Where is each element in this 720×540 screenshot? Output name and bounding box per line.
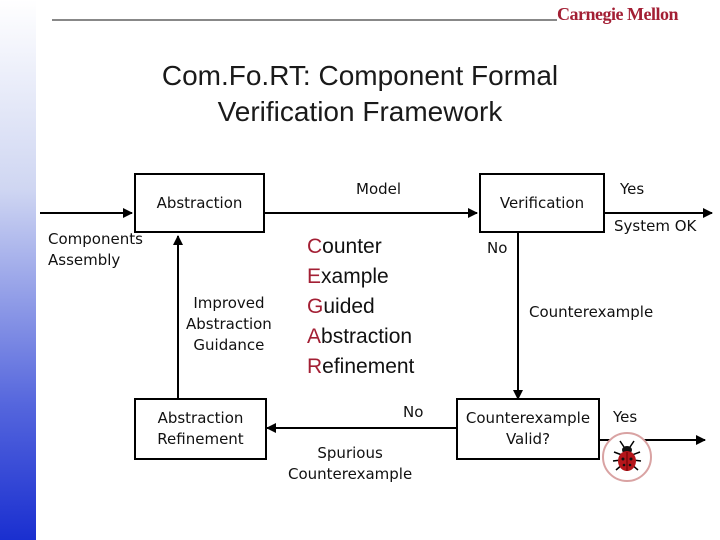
cegar-line-3: Guided [307,295,375,318]
improved-guidance-label: Improved Abstraction Guidance [186,294,272,354]
counterexample-valid-label: Counterexample Valid? [465,409,591,448]
counterexample-valid-box: Counterexample Valid? [456,398,600,460]
components-assembly-label: Components Assembly [48,230,143,269]
spurious-counterexample-label: Spurious Counterexample [288,444,413,483]
bug-icon [602,432,652,482]
counterexample-label: Counterexample [529,303,654,321]
no-verification-label: No [487,239,508,257]
yes-bottom-label: Yes [613,408,638,426]
university-logo: Carnegie Mellon [557,4,678,24]
abstraction-refinement-label: Abstraction Refinement [157,409,244,448]
title-line-1: Com.Fo.RT: Component Formal [161,60,559,91]
no-valid-label: No [403,403,424,421]
cegar-line-4: Abstraction [307,325,413,348]
abstraction-label: Abstraction [156,194,243,212]
model-label: Model [356,180,402,198]
header-rule [52,19,557,21]
title-line-2: Verification Framework [217,96,503,127]
abstraction-refinement-box: Abstraction Refinement [134,398,267,460]
yes-top-label: Yes [620,180,645,198]
abstraction-box: Abstraction [134,173,265,233]
cegar-acronym: Counter Example Guided Abstraction Refin… [307,232,414,382]
verification-box: Verification [479,173,605,233]
decorative-sidebar [0,0,36,540]
slide-title: Com.Fo.RT: Component Formal Verification… [90,58,630,130]
verification-label: Verification [499,194,585,212]
system-ok-label: System OK [614,217,697,235]
cegar-line-1: Counter [307,235,382,258]
cegar-line-2: Example [307,265,389,288]
cegar-line-5: Refinement [307,355,415,378]
